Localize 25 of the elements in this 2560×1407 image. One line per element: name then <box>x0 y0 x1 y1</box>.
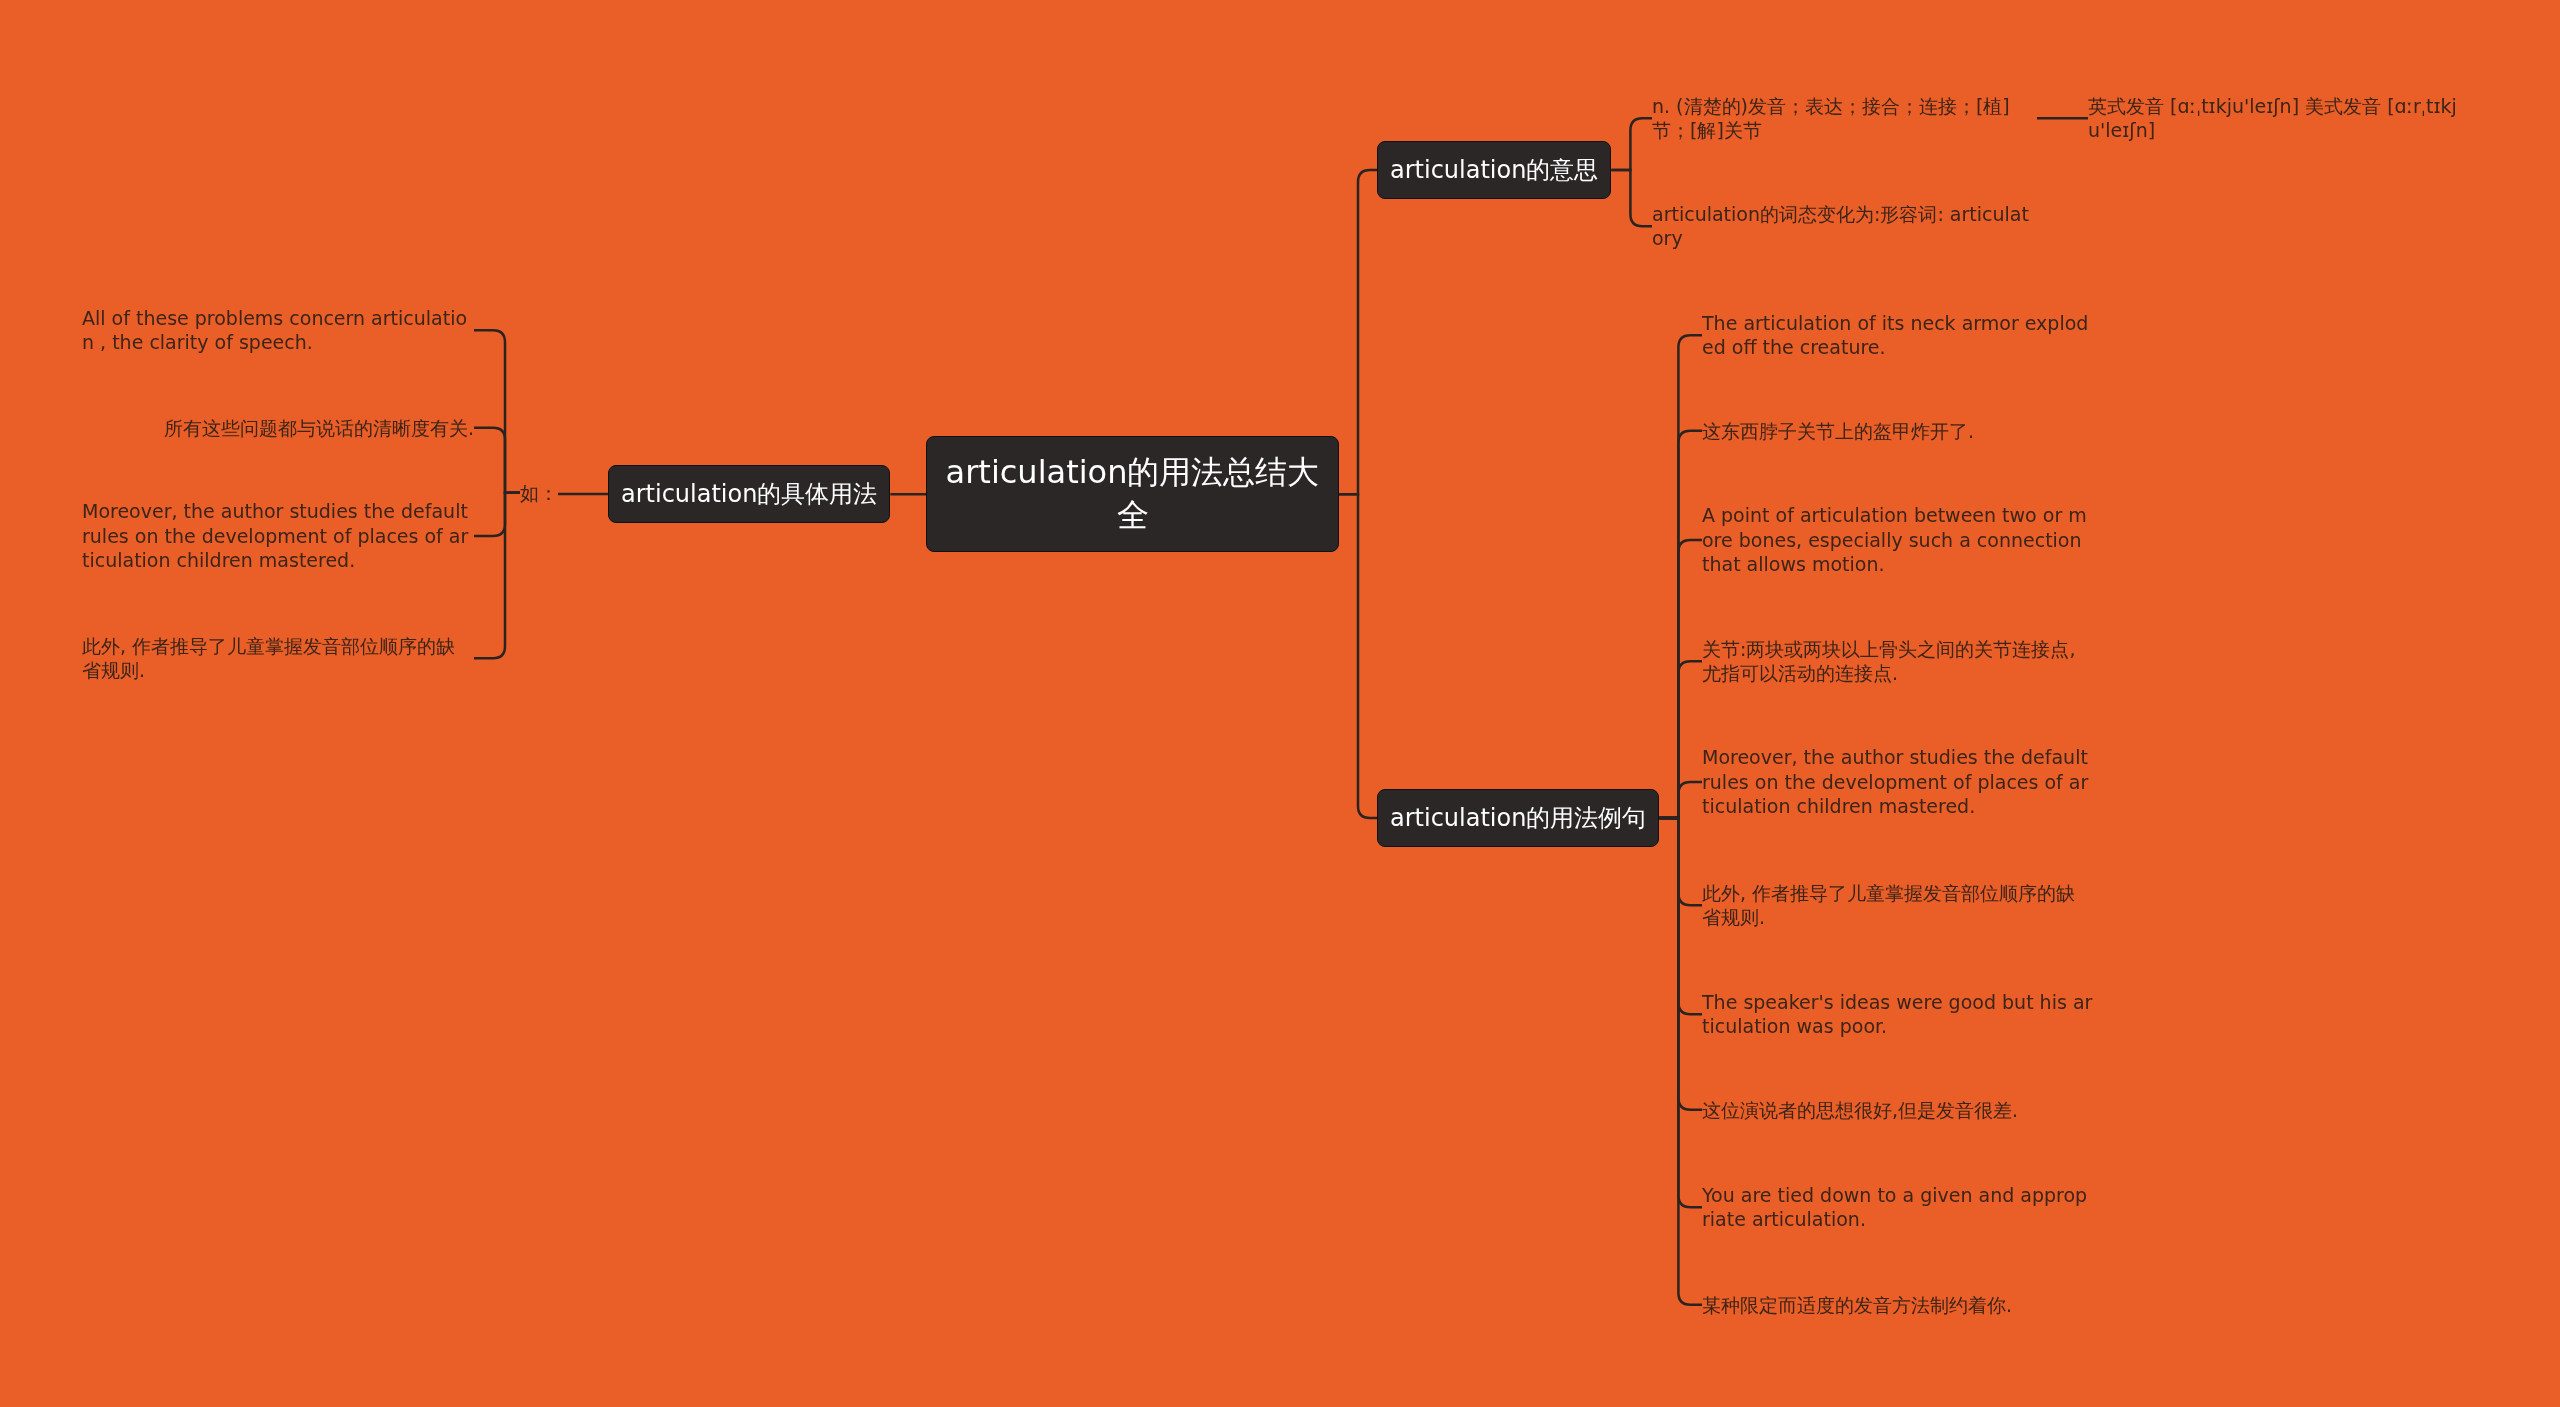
example-sentence: Moreover, the author studies the default rules on the development of places of articulation children mastered. <box>1702 745 2094 820</box>
connector-line <box>2037 116 2088 120</box>
central-topic-box: articulation的用法总结大全 <box>926 436 1339 553</box>
connector-line <box>890 492 926 496</box>
example-sentence: You are tied down to a given and appropriate articulation. <box>1702 1182 2094 1232</box>
example-sentence: Moreover, the author studies the default rules on the development of places of articulation children mastered. <box>82 499 474 574</box>
example-sentence: 关节:两块或两块以上骨头之间的关节连接点,尤指可以活动的连接点. <box>1702 636 2094 686</box>
example-sentence: The speaker's ideas were good but his articulation was poor. <box>1702 989 2094 1039</box>
example-sentence: 某种限定而适度的发音方法制约着你. <box>1702 1292 2013 1318</box>
connector-line <box>558 492 608 496</box>
topic-box: articulation的具体用法 <box>608 465 891 523</box>
pronunciation-text: 英式发音 [ɑːˌtɪkju'leɪʃn] 美式发音 [ɑːrˌtɪkju'leɪʃn] <box>2088 93 2478 143</box>
word-form-text: articulation的词态变化为:形容词: articulatory <box>1652 201 2037 251</box>
example-sentence: A point of articulation between two or more bones, especially such a connection that allows motion. <box>1702 503 2094 578</box>
example-sentence: 此外, 作者推导了儿童掌握发音部位顺序的缺省规则. <box>82 633 474 683</box>
example-sentence: 这东西脖子关节上的盔甲炸开了. <box>1702 418 1975 444</box>
example-sentence: 所有这些问题都与说话的清晰度有关. <box>164 415 475 441</box>
topic-box: articulation的用法例句 <box>1377 789 1660 847</box>
example-sentence: All of these problems concern articulation , the clarity of speech. <box>82 305 474 355</box>
definition-text: n. (清楚的)发音；表达；接合；连接；[植]节；[解]关节 <box>1652 93 2037 143</box>
example-marker-text: 如： <box>520 480 558 506</box>
example-sentence: 此外, 作者推导了儿童掌握发音部位顺序的缺省规则. <box>1702 880 2094 930</box>
example-sentence: 这位演说者的思想很好,但是发音很差. <box>1702 1097 2019 1123</box>
topic-box: articulation的意思 <box>1377 141 1612 199</box>
example-sentence: The articulation of its neck armor exploded off the creature. <box>1702 310 2094 360</box>
